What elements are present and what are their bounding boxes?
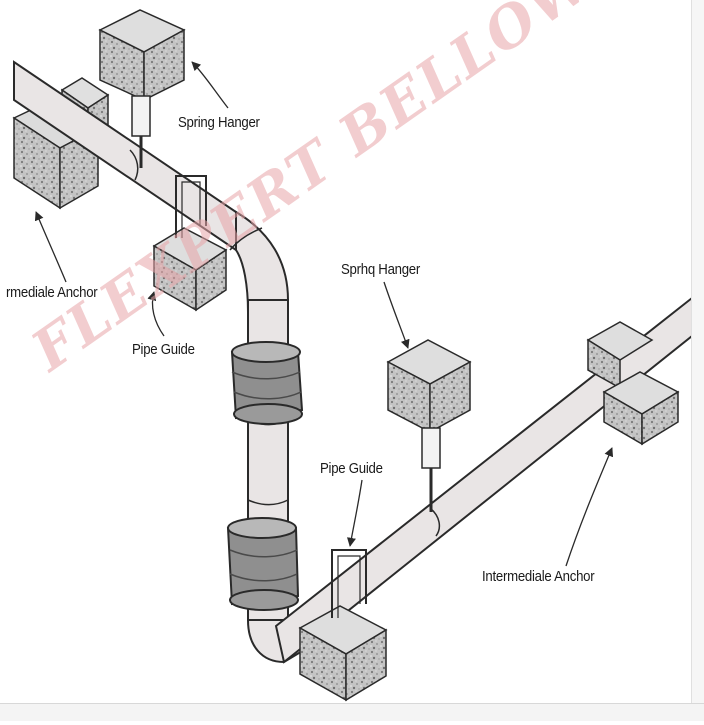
arrow-pipe-guide-left [147, 291, 165, 337]
upper-pipe [13, 60, 290, 314]
label-intermediate-anchor-left: rmediale Anchor [6, 284, 98, 301]
label-spring-hanger-mid: Sprhq Hanger [341, 261, 421, 278]
spring-hanger-top [98, 9, 186, 168]
label-spring-hanger-top: Spring Hanger [178, 114, 260, 131]
expansion-joint-upper [230, 341, 304, 425]
label-pipe-guide-mid: Pipe Guide [320, 460, 383, 477]
arrow-spring-hanger-top [191, 61, 229, 109]
arrow-anchor-left [34, 211, 67, 283]
spring-hanger-middle [386, 339, 472, 512]
label-pipe-guide-left: Pipe Guide [132, 341, 195, 358]
expansion-joint-lower [226, 517, 300, 611]
leader-arrows [34, 61, 614, 567]
frame-edge [691, 0, 704, 703]
arrow-spring-hanger-mid [383, 281, 410, 349]
lower-pipe [246, 295, 693, 664]
pipe-guide-lower [298, 549, 388, 702]
arrow-anchor-right [565, 447, 614, 567]
frame-bottom [0, 703, 704, 721]
arrow-pipe-guide-mid [346, 479, 363, 547]
right-intermediate-anchor [586, 321, 680, 446]
label-intermediate-anchor-right: Intermediale Anchor [482, 568, 595, 585]
pipe-guide-left [152, 175, 228, 312]
